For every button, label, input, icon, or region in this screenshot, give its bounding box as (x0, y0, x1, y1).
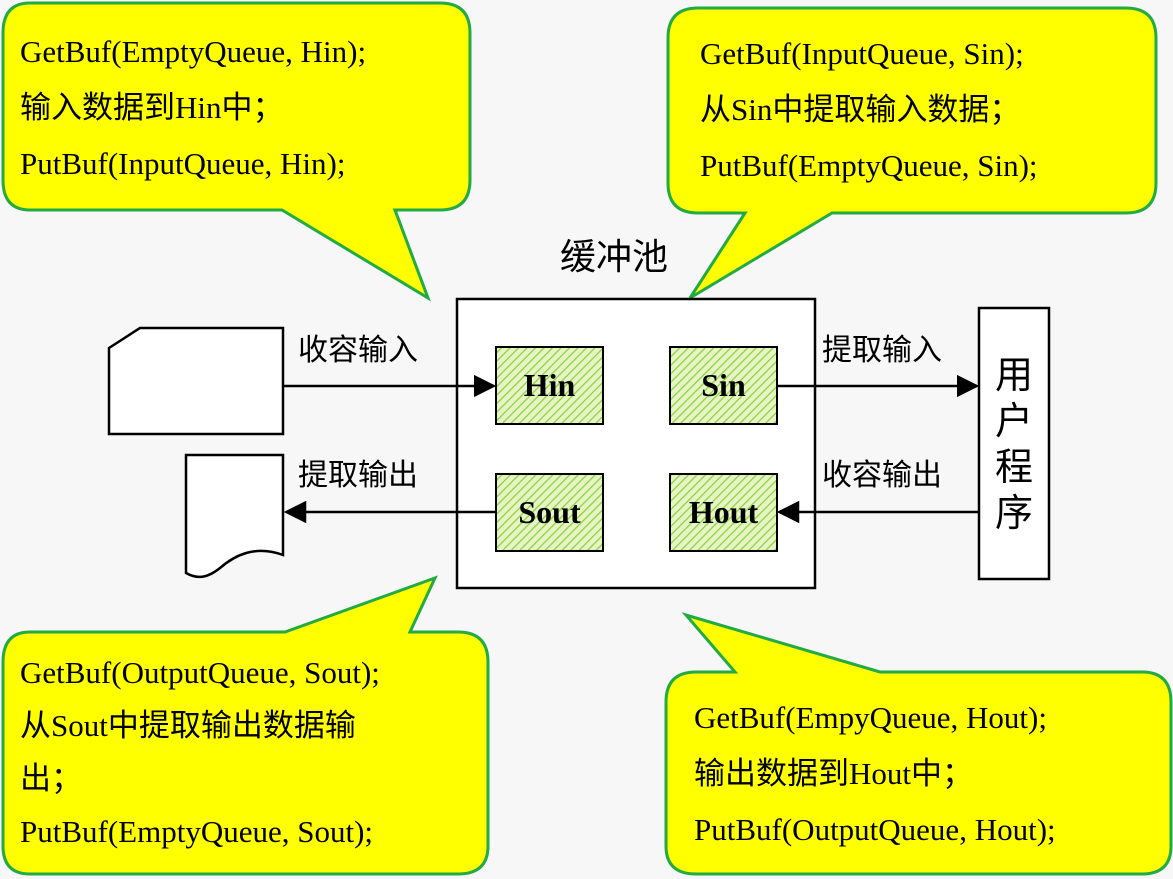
callout-line: PutBuf(OutputQueue, Hout); (694, 812, 1056, 847)
callout-line: PutBuf(EmptyQueue, Sin); (700, 148, 1038, 183)
callout-sout-output-text: GetBuf(OutputQueue, Sout); 从Sout中提取输出数据输… (20, 646, 380, 858)
buffer-sout-box (495, 473, 604, 552)
callout-hout-output-text: GetBuf(EmpyQueue, Hout); 输出数据到Hout中； Put… (694, 690, 1056, 858)
buffer-sin-box (669, 346, 778, 425)
callout-line: GetBuf(EmpyQueue, Hout); (694, 700, 1047, 735)
label-extract-output: 提取输出 (298, 458, 418, 493)
buffer-pool-title: 缓冲池 (560, 237, 669, 278)
buffer-hin-label: Hin (523, 367, 576, 403)
callout-line: 出； (20, 761, 82, 796)
callout-line: GetBuf(OutputQueue, Sout); (20, 655, 380, 690)
label-accept-input: 收容输入 (298, 333, 418, 368)
user-program-char: 序 (994, 491, 1033, 535)
callout-line: PutBuf(EmptyQueue, Sout); (20, 814, 374, 849)
callout-sin-extract (666, 6, 1158, 300)
callout-line: GetBuf(EmptyQueue, Hin); (20, 34, 367, 69)
callout-line: GetBuf(InputQueue, Sin); (700, 36, 1024, 71)
buffer-hout-box (669, 473, 778, 552)
user-program-label: 用 户 程 序 (979, 352, 1049, 536)
callout-hin-input-text: GetBuf(EmptyQueue, Hin); 输入数据到Hin中； PutB… (20, 24, 366, 192)
output-device-paper (184, 453, 285, 579)
user-program-char: 用 (994, 353, 1033, 397)
callout-line: 从Sin中提取输入数据； (700, 92, 1021, 127)
buffer-sout-label: Sout (518, 494, 581, 530)
callout-sout-output (1, 575, 490, 876)
input-device-card (107, 326, 285, 436)
user-program-char: 程 (994, 445, 1033, 489)
user-program-char: 户 (994, 399, 1033, 443)
callout-hout-output (664, 612, 1173, 876)
callout-hin-input (1, 1, 472, 302)
callout-line: 从Sout中提取输出数据输 (20, 708, 356, 743)
callout-line: 输出数据到Hout中； (694, 756, 973, 791)
callout-line: 输入数据到Hin中； (20, 90, 284, 125)
callout-sin-extract-text: GetBuf(InputQueue, Sin); 从Sin中提取输入数据； Pu… (700, 26, 1038, 194)
buffer-sin-label: Sin (701, 367, 746, 403)
callout-line: PutBuf(InputQueue, Hin); (20, 146, 346, 181)
user-program-box (977, 306, 1051, 581)
label-extract-input: 提取输入 (822, 333, 942, 368)
label-accept-output: 收容输出 (822, 458, 942, 493)
buffer-hout-label: Hout (688, 494, 759, 530)
